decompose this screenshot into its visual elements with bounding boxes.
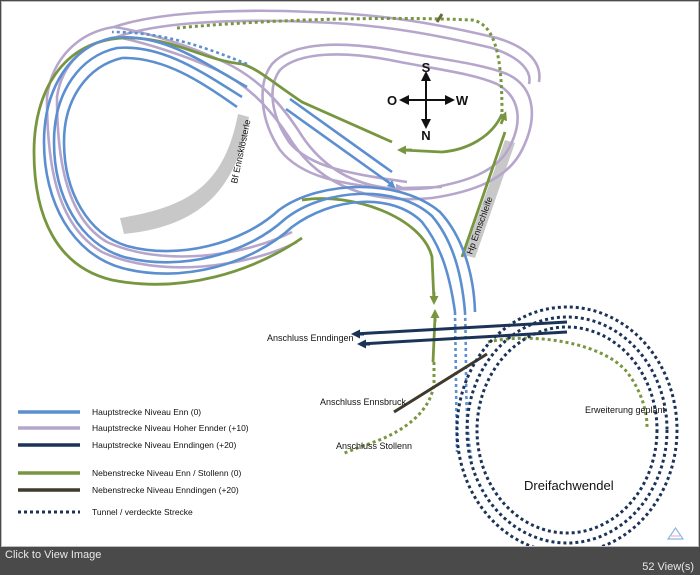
arrow-green-3 xyxy=(498,111,507,125)
line-dotted-dark-olive xyxy=(435,13,444,23)
legend-item: Hauptstrecke Niveau Enn (0) xyxy=(18,407,201,417)
track-hauptstrecke-hoher-ennder xyxy=(45,9,541,269)
platform-bf-ennsklosterle xyxy=(120,114,249,234)
track-nebenstrecke-enndingen xyxy=(393,352,488,414)
legend: Hauptstrecke Niveau Enn (0) Hauptstrecke… xyxy=(18,407,249,517)
legend-item: Hauptstrecke Niveau Hoher Ennder (+10) xyxy=(18,423,249,433)
compass-rose: S N O W xyxy=(387,60,469,143)
arrow-lilac xyxy=(395,183,443,193)
legend-item: Nebenstrecke Niveau Enndingen (+20) xyxy=(18,485,239,495)
track-hauptstrecke-enndingen xyxy=(353,320,568,346)
label-anschluss-ennsbruck: Anschluss Ennsbruck xyxy=(320,397,407,407)
platform-hp-ennschleife xyxy=(464,140,515,258)
legend-item: Hauptstrecke Niveau Enndingen (+20) xyxy=(18,440,237,450)
track-plan-diagram: S N O W Bf Ennsklösterle Hp Ennschleife … xyxy=(18,9,685,546)
arrow-blue xyxy=(385,179,396,189)
legend-label: Nebenstrecke Niveau Enndingen (+20) xyxy=(92,485,239,495)
view-count: 52 View(s) xyxy=(642,561,694,573)
legend-label: Nebenstrecke Niveau Enn / Stollenn (0) xyxy=(92,468,241,478)
label-erweiterung-geplant: Erweiterung geplant xyxy=(585,405,666,415)
track-hauptstrecke-enn xyxy=(42,35,477,313)
label-anschluss-enndingen: Anschluss Enndingen xyxy=(267,333,354,343)
legend-item: Nebenstrecke Niveau Enn / Stollenn (0) xyxy=(18,468,241,478)
label-dreifachwendel: Dreifachwendel xyxy=(524,478,614,493)
legend-label: Hauptstrecke Niveau Enn (0) xyxy=(92,407,201,417)
triple-helix-dreifachwendel xyxy=(455,305,679,546)
legend-label: Tunnel / verdeckte Strecke xyxy=(92,507,193,517)
label-anschluss-stollenn: Anschluss Stollenn xyxy=(336,441,412,451)
watermark-logo-icon xyxy=(666,526,685,540)
compass-west: W xyxy=(456,93,469,108)
compass-south: S xyxy=(422,60,431,75)
viewer-status-bar: Click to View Image 52 View(s) xyxy=(0,547,700,575)
compass-east: O xyxy=(387,93,397,108)
track-nebenstrecke-tunnel xyxy=(176,16,649,456)
image-frame: S N O W Bf Ennsklösterle Hp Ennschleife … xyxy=(1,1,699,547)
legend-label: Hauptstrecke Niveau Hoher Ennder (+10) xyxy=(92,423,249,433)
legend-item: Tunnel / verdeckte Strecke xyxy=(18,507,193,517)
click-to-view-link[interactable]: Click to View Image xyxy=(5,549,102,561)
legend-label: Hauptstrecke Niveau Enndingen (+20) xyxy=(92,440,237,450)
compass-north: N xyxy=(421,128,430,143)
